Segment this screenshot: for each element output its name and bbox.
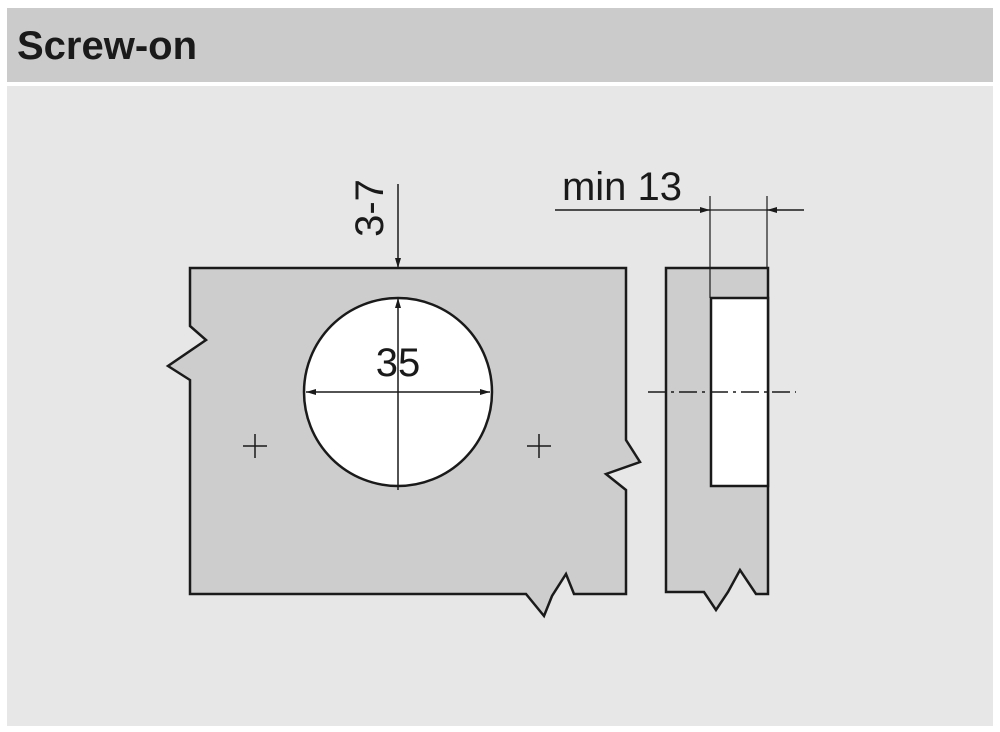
header-bar: Screw-on — [7, 8, 993, 82]
min-thickness-label: min 13 — [562, 165, 682, 209]
screw-position-left — [243, 434, 267, 458]
screw-position-right — [527, 434, 551, 458]
edge-distance-label: 3-7 — [348, 179, 392, 237]
page-title: Screw-on — [17, 24, 198, 68]
cup-bore-section — [709, 296, 770, 488]
cup-diameter-label: 35 — [376, 341, 421, 385]
